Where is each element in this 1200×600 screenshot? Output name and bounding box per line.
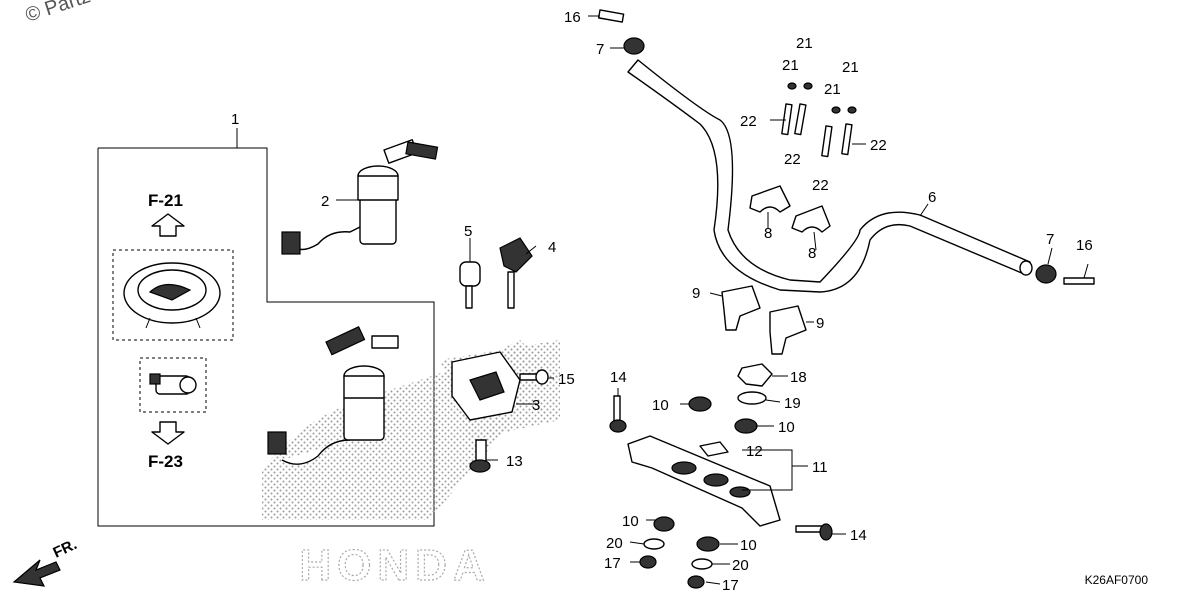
callout-13[interactable]: 13: [506, 453, 523, 470]
front-arrow-icon: [12, 559, 61, 587]
callout-22a[interactable]: 22: [740, 113, 757, 130]
ref-arrow-up-icon: [151, 213, 185, 237]
bolt-13-icon: [469, 439, 491, 473]
ref-f23-label[interactable]: F-23: [148, 452, 183, 471]
callout-20a[interactable]: 20: [606, 535, 623, 552]
callout-10d[interactable]: 10: [740, 537, 757, 554]
handlebar-icon: [627, 59, 1033, 293]
callout-2[interactable]: 2: [321, 193, 329, 210]
callout-22c[interactable]: 22: [870, 137, 887, 154]
callout-4[interactable]: 4: [548, 239, 556, 256]
key-blank-icon: [459, 261, 481, 309]
callout-7a[interactable]: 7: [596, 41, 604, 58]
callout-21d[interactable]: 21: [824, 81, 841, 98]
bar-end-left-icon: [597, 9, 645, 55]
key-icon: [499, 237, 533, 309]
callout-9a[interactable]: 9: [692, 285, 700, 302]
callout-22d[interactable]: 22: [812, 177, 829, 194]
callout-20b[interactable]: 20: [732, 557, 749, 574]
callout-11[interactable]: 11: [812, 459, 828, 476]
fuel-cap-icon: [123, 262, 221, 329]
lower-bushings-icon: [639, 516, 720, 589]
callout-12[interactable]: 12: [746, 443, 763, 460]
callout-21b[interactable]: 21: [782, 57, 799, 74]
callout-14b[interactable]: 14: [850, 527, 867, 544]
callout-7b[interactable]: 7: [1046, 231, 1054, 248]
holder-lower-icon: [721, 285, 807, 355]
lock-bracket-icon: [440, 340, 560, 440]
callout-6[interactable]: 6: [928, 189, 936, 206]
callout-19[interactable]: 19: [784, 395, 801, 412]
callout-18[interactable]: 18: [790, 369, 807, 386]
bolt-15-icon: [519, 369, 549, 385]
top-bridge-icon: [627, 435, 781, 527]
copyright-watermark: © Partz: [23, 0, 94, 27]
callout-21a[interactable]: 21: [796, 35, 813, 52]
callout-labels: 1 2 3 4 5 6 7 7 8 8 9 9 10 10 10 10 11 1…: [231, 9, 1093, 594]
honda-watermark: HONDA: [299, 541, 490, 590]
callout-8b[interactable]: 8: [808, 245, 816, 262]
callout-17b[interactable]: 17: [722, 577, 739, 594]
ref-arrow-down-icon: [151, 421, 185, 445]
callout-16a[interactable]: 16: [564, 9, 581, 26]
ref-f21-label[interactable]: F-21: [148, 191, 183, 210]
fuel-cap-box: [112, 249, 234, 341]
front-indicator-label: FR.: [51, 536, 80, 562]
callout-5[interactable]: 5: [464, 223, 472, 240]
diagram-code: K26AF0700: [1085, 573, 1149, 587]
seat-lock-box: [139, 357, 207, 413]
callout-1[interactable]: 1: [231, 111, 239, 128]
leader-lines: [336, 15, 1089, 585]
callout-10c[interactable]: 10: [622, 513, 639, 530]
nut-washer-icon: [688, 363, 773, 434]
callout-21c[interactable]: 21: [842, 59, 859, 76]
seat-lock-icon: [149, 373, 197, 395]
callout-10a[interactable]: 10: [652, 397, 669, 414]
callout-8a[interactable]: 8: [764, 225, 772, 242]
callout-10b[interactable]: 10: [778, 419, 795, 436]
bolt-14-icon: [609, 395, 833, 541]
callout-16b[interactable]: 16: [1076, 237, 1093, 254]
callout-14a[interactable]: 14: [610, 369, 627, 386]
callout-3[interactable]: 3: [532, 397, 540, 414]
holder-bolts-icon: [781, 82, 857, 158]
key-set-kit-box: [97, 128, 435, 527]
ignition-switch-icon: [281, 139, 439, 255]
callout-17a[interactable]: 17: [604, 555, 621, 572]
callout-22b[interactable]: 22: [784, 151, 801, 168]
bar-end-right-icon: [1035, 264, 1095, 285]
callout-9b[interactable]: 9: [816, 315, 824, 332]
holder-upper-icon: [749, 185, 831, 233]
callout-15[interactable]: 15: [558, 371, 575, 388]
